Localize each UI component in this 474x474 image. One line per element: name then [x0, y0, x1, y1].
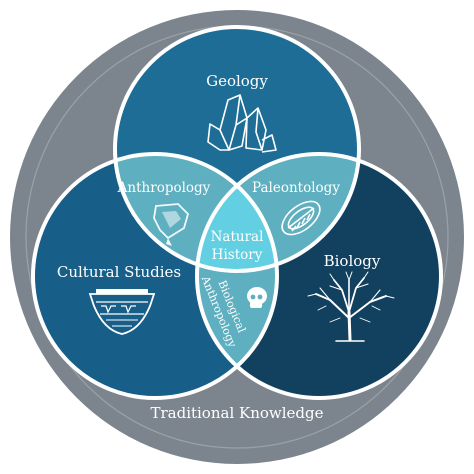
label-anthropology: Anthropology	[117, 180, 211, 196]
label-biology: Biology	[324, 252, 381, 270]
label-paleontology: Paleontology	[252, 180, 340, 196]
label-natural: Natural	[211, 229, 264, 245]
overlap-natural-history	[197, 154, 277, 271]
fossil-icon	[281, 200, 321, 236]
label-traditional-knowledge: Traditional Knowledge	[150, 404, 323, 422]
tree-icon	[307, 271, 395, 342]
pottery-icon	[88, 289, 156, 335]
outline-geology	[113, 25, 361, 273]
outline-biology	[195, 152, 443, 400]
label-history: History	[212, 247, 263, 263]
crystal-icon	[207, 94, 277, 153]
label-cultural-studies: Cultural Studies	[57, 263, 181, 281]
arrowhead-icon	[153, 203, 190, 246]
label-geology: Geology	[206, 72, 268, 90]
outline-cultural-studies	[31, 152, 279, 400]
skull-icon	[247, 287, 267, 308]
